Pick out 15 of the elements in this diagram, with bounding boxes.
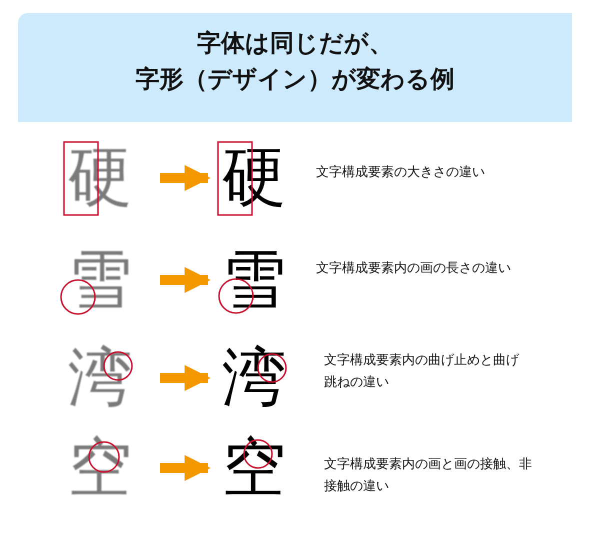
difference-description: 文字構成要素内の画の長さの違い — [316, 260, 512, 278]
difference-description: 文字構成要素内の画と画の接触、非接触の違い — [324, 456, 533, 496]
kanji-character: 湾 — [218, 340, 290, 416]
arrow — [160, 165, 211, 191]
kanji-character: 湾 — [64, 340, 136, 416]
arrow — [160, 455, 211, 481]
difference-description: 文字構成要素の大きさの違い — [316, 164, 486, 182]
arrow — [160, 267, 211, 293]
arrow — [160, 365, 211, 391]
kanji-character: 空 — [218, 430, 290, 506]
kanji-character: 空 — [64, 430, 136, 506]
title: 字体は同じだが、字形（デザイン）が変わる例 — [136, 28, 454, 94]
difference-description: 文字構成要素内の曲げ止めと曲げ跳ねの違い — [324, 352, 520, 392]
kanji-character: 雪 — [218, 242, 290, 318]
kanji-character: 雪 — [64, 242, 136, 318]
